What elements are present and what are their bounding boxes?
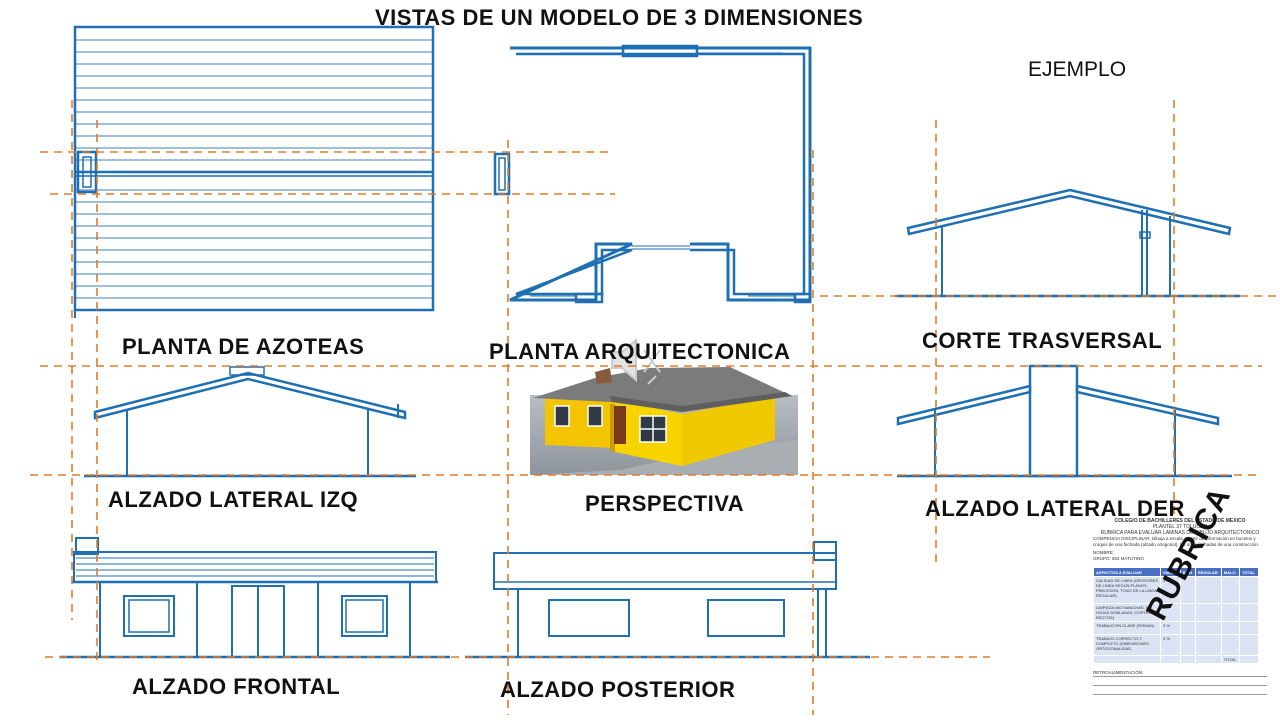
- left-elevation-drawing: [84, 366, 416, 478]
- rubric-value: 3 %: [1160, 621, 1181, 635]
- floor-plan-drawing: [493, 44, 812, 304]
- rubric-header: ASPECTOS A EVALUAR: [1093, 567, 1161, 577]
- rubric-aspect: CALIDAD DE LINEA (GROSORES DE LINEA SEGÚ…: [1093, 576, 1161, 604]
- rubric-subtitle: RUBRICA PARA EVALUAR LAMINAS DE DIBUJO A…: [1100, 530, 1260, 536]
- table-row: TOTAL: [1093, 655, 1259, 664]
- rubric-sheet: COLEGIO DE BACHILLERES DEL ESTADO DE MEX…: [1093, 518, 1267, 715]
- projection-guides: [30, 100, 1280, 715]
- rubric-header: MALO: [1220, 567, 1241, 577]
- rubric-name-label: NOMBRE:: [1093, 550, 1115, 555]
- table-row: LIMPIEZA (NO MANCHAS, NO HOJAS DOBLADAS,…: [1093, 603, 1259, 622]
- right-elevation-drawing: [896, 364, 1232, 478]
- rubric-group-label: GRUPO: 504 MATUTINO: [1093, 555, 1144, 561]
- rubric-school: COLEGIO DE BACHILLERES DEL ESTADO DE MEX…: [1114, 518, 1246, 524]
- rubric-total-label: TOTAL: [1220, 655, 1241, 664]
- cross-section-drawing: [895, 188, 1240, 298]
- roof-plan-drawing: [73, 25, 435, 318]
- rubric-aspect: LIMPIEZA (NO MANCHAS, NO HOJAS DOBLADAS,…: [1093, 603, 1161, 622]
- rubric-table: ASPECTOS A EVALUAR VALOR BIEN REGULAR MA…: [1093, 567, 1259, 664]
- front-elevation-drawing: [60, 537, 450, 659]
- rubric-header: TOTAL: [1239, 567, 1259, 577]
- perspective-render: [530, 367, 798, 475]
- example-label: EJEMPLO: [1028, 58, 1127, 81]
- label-alzado-frontal: ALZADO FRONTAL: [132, 674, 341, 699]
- label-corte-trasversal: CORTE TRASVERSAL: [922, 328, 1163, 353]
- page-title: VISTAS DE UN MODELO DE 3 DIMENSIONES: [375, 5, 864, 30]
- speaker-muted-icon[interactable]: [611, 337, 661, 385]
- label-perspectiva: PERSPECTIVA: [585, 491, 745, 516]
- table-row: TRABAJO EN CLASE (FIRMAS) 3 %: [1093, 621, 1259, 635]
- rubric-feedback-label: RETROALIMENTACIÓN:: [1093, 670, 1267, 677]
- rear-elevation-drawing: [465, 541, 870, 659]
- label-alzado-lateral-izq: ALZADO LATERAL IZQ: [108, 487, 359, 512]
- label-alzado-lateral-der: ALZADO LATERAL DER: [925, 496, 1185, 521]
- rubric-aspect: TRABAJO CORRECTO Y COMPLETO (DIMENSIONES…: [1093, 634, 1161, 656]
- rubric-value: 3 %: [1160, 634, 1181, 656]
- rubric-competence: COMPENCIA DISCIPLINAR: Dibuja a escala a…: [1093, 536, 1260, 547]
- label-alzado-posterior: ALZADO POSTERIOR: [500, 677, 736, 702]
- rubric-aspect: TRABAJO EN CLASE (FIRMAS): [1093, 621, 1161, 635]
- label-planta-arquitectonica: PLANTA ARQUITECTONICA: [489, 339, 791, 364]
- table-row: TRABAJO CORRECTO Y COMPLETO (DIMENSIONES…: [1093, 634, 1259, 656]
- rubric-campus: PLANTEL 37 TOLUCA II: [1152, 524, 1208, 530]
- label-planta-azoteas: PLANTA DE AZOTEAS: [122, 334, 365, 359]
